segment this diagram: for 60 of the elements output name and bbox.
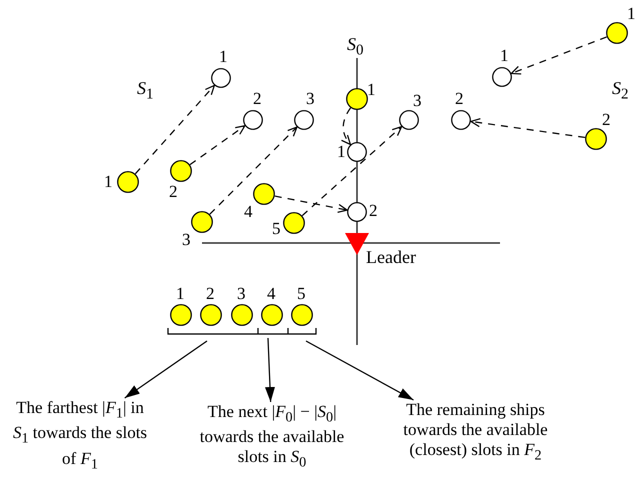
number-label: 2 xyxy=(206,285,214,302)
number-label: 1 xyxy=(104,173,112,190)
ship-circle xyxy=(253,183,275,205)
set-label: S$_{1}$ xyxy=(137,78,154,105)
dashed-arrow xyxy=(302,126,402,216)
number-label: 2 xyxy=(169,183,178,200)
dashed-arrow xyxy=(209,126,298,215)
slot-circle xyxy=(347,202,367,222)
number-label: 2 xyxy=(253,90,262,107)
slot-circle xyxy=(399,110,419,130)
ship-circle xyxy=(291,304,313,326)
number-label: 1 xyxy=(337,143,346,160)
number-label: 5 xyxy=(297,285,306,302)
ship-circle xyxy=(231,304,253,326)
slot-circle xyxy=(243,110,263,130)
ship-circle xyxy=(585,128,607,150)
ship-circle xyxy=(170,304,192,326)
number-label: 3 xyxy=(306,90,314,107)
dashed-arrow xyxy=(134,84,215,174)
number-label: 1 xyxy=(500,47,508,64)
arrow xyxy=(265,338,275,402)
number-label: 4 xyxy=(267,285,276,302)
slot-circle xyxy=(347,142,367,162)
slot-circle xyxy=(451,110,471,130)
dashed-arrow xyxy=(274,196,348,213)
set-label: S$_{2}$ xyxy=(612,78,628,105)
number-label: 3 xyxy=(182,231,190,248)
number-label: 3 xyxy=(237,285,246,302)
ship-circle xyxy=(261,304,283,326)
ship-circle xyxy=(346,88,368,110)
number-label: 2 xyxy=(369,202,378,219)
number-label: 1 xyxy=(219,48,228,65)
dashed-arrow xyxy=(510,36,607,75)
number-label: 1 xyxy=(176,285,184,302)
ship-circle xyxy=(283,212,305,234)
ship-circle xyxy=(200,304,222,326)
description-text: The remaining ships towards the available (closest) slots in F$_{2}$ xyxy=(402,400,549,466)
number-label: 2 xyxy=(455,90,464,107)
description-text: The next |F$_{0}$| − |S$_{0}$| towards the available slots in S$_{0}$ xyxy=(198,402,346,473)
dashed-arrow xyxy=(190,125,246,166)
number-label: 1 xyxy=(367,81,376,98)
leader-label: Leader xyxy=(366,247,416,267)
number-label: 4 xyxy=(244,203,252,220)
slot-circle xyxy=(492,67,512,87)
ship-circle xyxy=(606,22,628,44)
slot-circle xyxy=(211,68,231,88)
slot-circle xyxy=(294,110,314,130)
description-text: The farthest |F$_{1}$| in S$_{1}$ towards the slots of F$_{1}$ xyxy=(12,398,148,474)
dashed-arrow xyxy=(470,118,586,138)
arrow xyxy=(306,340,414,401)
number-label: 2 xyxy=(602,111,610,128)
number-label: 3 xyxy=(413,92,422,109)
number-label: 1 xyxy=(627,5,636,22)
ship-circle xyxy=(191,211,213,233)
dashed-arrow xyxy=(341,108,352,146)
arrow xyxy=(124,340,208,398)
ship-circle xyxy=(170,160,192,182)
number-label: 5 xyxy=(272,220,280,237)
ship-circle xyxy=(117,171,139,193)
set-label: S$_{0}$ xyxy=(347,34,364,61)
